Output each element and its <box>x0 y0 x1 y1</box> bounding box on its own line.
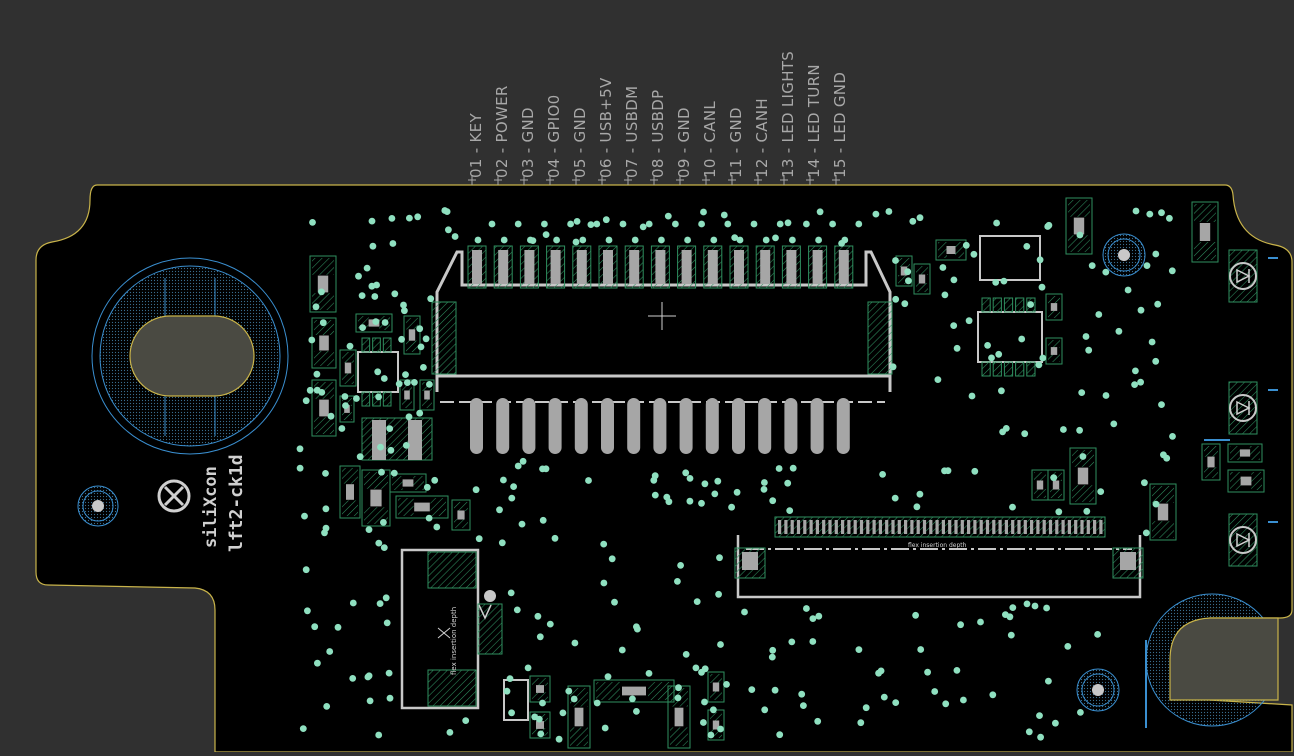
pin-label: 07 - USBDM <box>623 86 641 178</box>
fpc-connector: flex insertion depth <box>734 516 1144 599</box>
pin-label: 12 - CANH <box>753 98 771 178</box>
pin-label: 15 - LED GND <box>831 72 849 178</box>
brand-logo <box>157 479 191 513</box>
component-footprints <box>309 197 1265 749</box>
pin-label: 04 - GPIO0 <box>545 95 563 178</box>
main-connector <box>431 245 893 454</box>
pin-label: 14 - LED TURN <box>805 64 823 178</box>
pin-label: 03 - GND <box>519 107 537 178</box>
pin-label: 11 - GND <box>727 107 745 178</box>
brand-text: siliXcon <box>201 466 221 548</box>
pin-label-group: 01 - KEY 02 - POWER 03 - GND 04 - GPIO0 05 -… <box>467 51 849 185</box>
flex-note-vertical: flex insertion depth <box>450 607 458 675</box>
pin-label: 10 - CANL <box>701 101 719 178</box>
pin-label: 06 - USB+5V <box>597 77 615 178</box>
pin-label: 09 - GND <box>675 107 693 178</box>
board-name-text: lft2-ck1d <box>226 454 247 552</box>
led-footprints <box>1204 249 1278 567</box>
pin-label: 02 - POWER <box>493 85 511 178</box>
flex-note-horizontal: flex insertion depth <box>908 542 967 549</box>
pin-label: 01 - KEY <box>467 113 485 178</box>
small-holes <box>77 233 1146 712</box>
pin-label: 05 - GND <box>571 107 589 178</box>
silkscreen: lft2-ck1d siliXcon <box>157 454 247 552</box>
pin-label: 13 - LED LIGHTS <box>779 51 797 178</box>
vias <box>296 207 1176 743</box>
pin-label: 08 - USBDP <box>649 90 667 178</box>
mounting-holes <box>91 257 1279 728</box>
vertical-flex-connector: flex insertion depth <box>400 548 503 710</box>
